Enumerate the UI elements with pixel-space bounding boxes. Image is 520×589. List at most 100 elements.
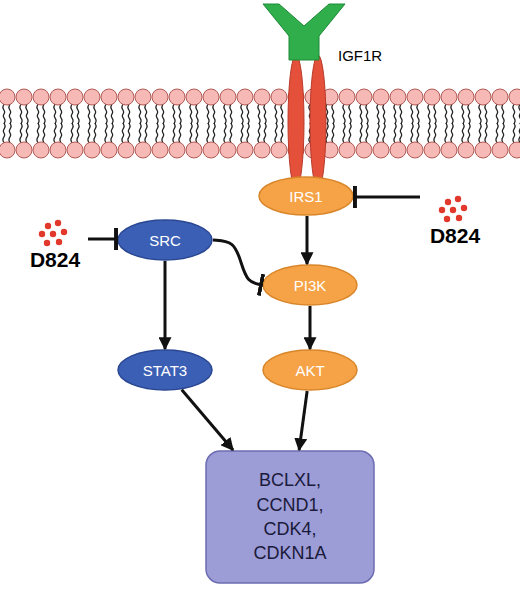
lipid-tail bbox=[54, 123, 56, 143]
lipid-tail bbox=[264, 123, 266, 143]
lipid-head bbox=[373, 89, 389, 105]
lipid-head bbox=[118, 142, 134, 158]
lipid-head bbox=[118, 89, 134, 105]
lipid-tail bbox=[71, 104, 73, 124]
drug-dot bbox=[61, 229, 67, 235]
lipid-head bbox=[84, 142, 100, 158]
lipid-tail bbox=[434, 123, 436, 143]
lipid-head bbox=[509, 142, 520, 158]
lipid-head bbox=[0, 142, 15, 158]
lipid-tail bbox=[428, 104, 430, 124]
lipid-tail bbox=[502, 123, 504, 143]
text-wrap: STAT3 bbox=[117, 349, 213, 391]
protein-ellipse: SRC bbox=[117, 219, 213, 261]
lipid-tail bbox=[417, 123, 419, 143]
lipid-head bbox=[33, 89, 49, 105]
lipid-head bbox=[152, 89, 168, 105]
lipid-tail bbox=[111, 104, 113, 124]
lipid-tail bbox=[9, 104, 11, 124]
lipid-tail bbox=[479, 123, 481, 143]
lipid-head bbox=[271, 89, 287, 105]
lipid-tail bbox=[241, 123, 243, 143]
lipid-head bbox=[339, 89, 355, 105]
lipid-tail bbox=[162, 104, 164, 124]
lipid-tail bbox=[411, 123, 413, 143]
transmembrane-domain bbox=[288, 55, 304, 189]
lipid-tail bbox=[485, 123, 487, 143]
lipid-head bbox=[407, 89, 423, 105]
receptor-ectodomain bbox=[263, 4, 345, 60]
lipid-head bbox=[101, 89, 117, 105]
lipid-tail bbox=[60, 123, 62, 143]
lipid-tail bbox=[513, 104, 515, 124]
lipid-tail bbox=[179, 123, 181, 143]
activation-arrow bbox=[299, 391, 307, 450]
lipid-tail bbox=[60, 104, 62, 124]
lipid-tail bbox=[94, 104, 96, 124]
lipid-tail bbox=[411, 104, 413, 124]
lipid-head bbox=[186, 89, 202, 105]
lipid-tail bbox=[43, 123, 45, 143]
inhibition-line bbox=[213, 240, 262, 285]
lipid-tail bbox=[519, 104, 520, 124]
lipid-tail bbox=[156, 104, 158, 124]
gene-box-shape bbox=[206, 451, 374, 583]
lipid-tail bbox=[111, 123, 113, 143]
drug-dot bbox=[45, 223, 51, 229]
text-wrap: IRS1 bbox=[258, 176, 354, 216]
inhibition-line bbox=[88, 238, 117, 241]
lipid-tail bbox=[37, 104, 39, 124]
lipid-tail bbox=[383, 123, 385, 143]
lipid-head bbox=[475, 89, 491, 105]
drug-dot bbox=[56, 239, 62, 245]
lipid-tail bbox=[258, 104, 260, 124]
drug-dot bbox=[456, 215, 462, 221]
drug-node: D824 bbox=[420, 190, 490, 250]
protein-ellipse: STAT3 bbox=[117, 349, 213, 391]
lipid-tail bbox=[451, 104, 453, 124]
lipid-head bbox=[424, 142, 440, 158]
text-wrap: BCLXL, CCND1, CDK4, CDKN1A bbox=[205, 450, 375, 584]
lipid-tail bbox=[173, 123, 175, 143]
lipid-tail bbox=[462, 123, 464, 143]
lipid-head bbox=[237, 142, 253, 158]
lipid-tail bbox=[264, 104, 266, 124]
lipid-tail bbox=[400, 104, 402, 124]
lipid-tail bbox=[247, 104, 249, 124]
lipid-tail bbox=[349, 123, 351, 143]
lipid-tail bbox=[451, 123, 453, 143]
lipid-head bbox=[186, 142, 202, 158]
lipid-tail bbox=[468, 104, 470, 124]
lipid-tail bbox=[207, 104, 209, 124]
lipid-tail bbox=[179, 104, 181, 124]
drug-dot bbox=[50, 231, 56, 237]
protein-ellipse: PI3K bbox=[262, 264, 358, 306]
protein-name: IRS1 bbox=[289, 188, 322, 205]
lipid-head bbox=[492, 89, 508, 105]
lipid-head bbox=[50, 89, 66, 105]
protein-name: PI3K bbox=[294, 277, 327, 294]
lipid-head bbox=[254, 89, 270, 105]
lipid-tail bbox=[434, 104, 436, 124]
lipid-tail bbox=[468, 123, 470, 143]
text-wrap: IGF1R bbox=[338, 47, 382, 64]
drug-dot bbox=[450, 207, 456, 213]
lipid-tail bbox=[247, 123, 249, 143]
lipid-tail bbox=[213, 104, 215, 124]
lipid-tail bbox=[128, 104, 130, 124]
lipid-tail bbox=[519, 123, 520, 143]
gene-list: BCLXL, CCND1, CDK4, CDKN1A bbox=[240, 468, 340, 565]
lipid-tail bbox=[343, 104, 345, 124]
protein-shape bbox=[118, 350, 212, 390]
lipid-head bbox=[492, 142, 508, 158]
lipid-tail bbox=[366, 123, 368, 143]
lipid-tail bbox=[43, 104, 45, 124]
lipid-tail bbox=[496, 123, 498, 143]
lipid-heads bbox=[0, 89, 520, 158]
lipid-tail bbox=[281, 123, 283, 143]
node-outline bbox=[205, 450, 375, 584]
drug-dot bbox=[455, 196, 461, 202]
lipid-head bbox=[356, 89, 372, 105]
lipid-head bbox=[424, 89, 440, 105]
lipid-tail bbox=[20, 104, 22, 124]
